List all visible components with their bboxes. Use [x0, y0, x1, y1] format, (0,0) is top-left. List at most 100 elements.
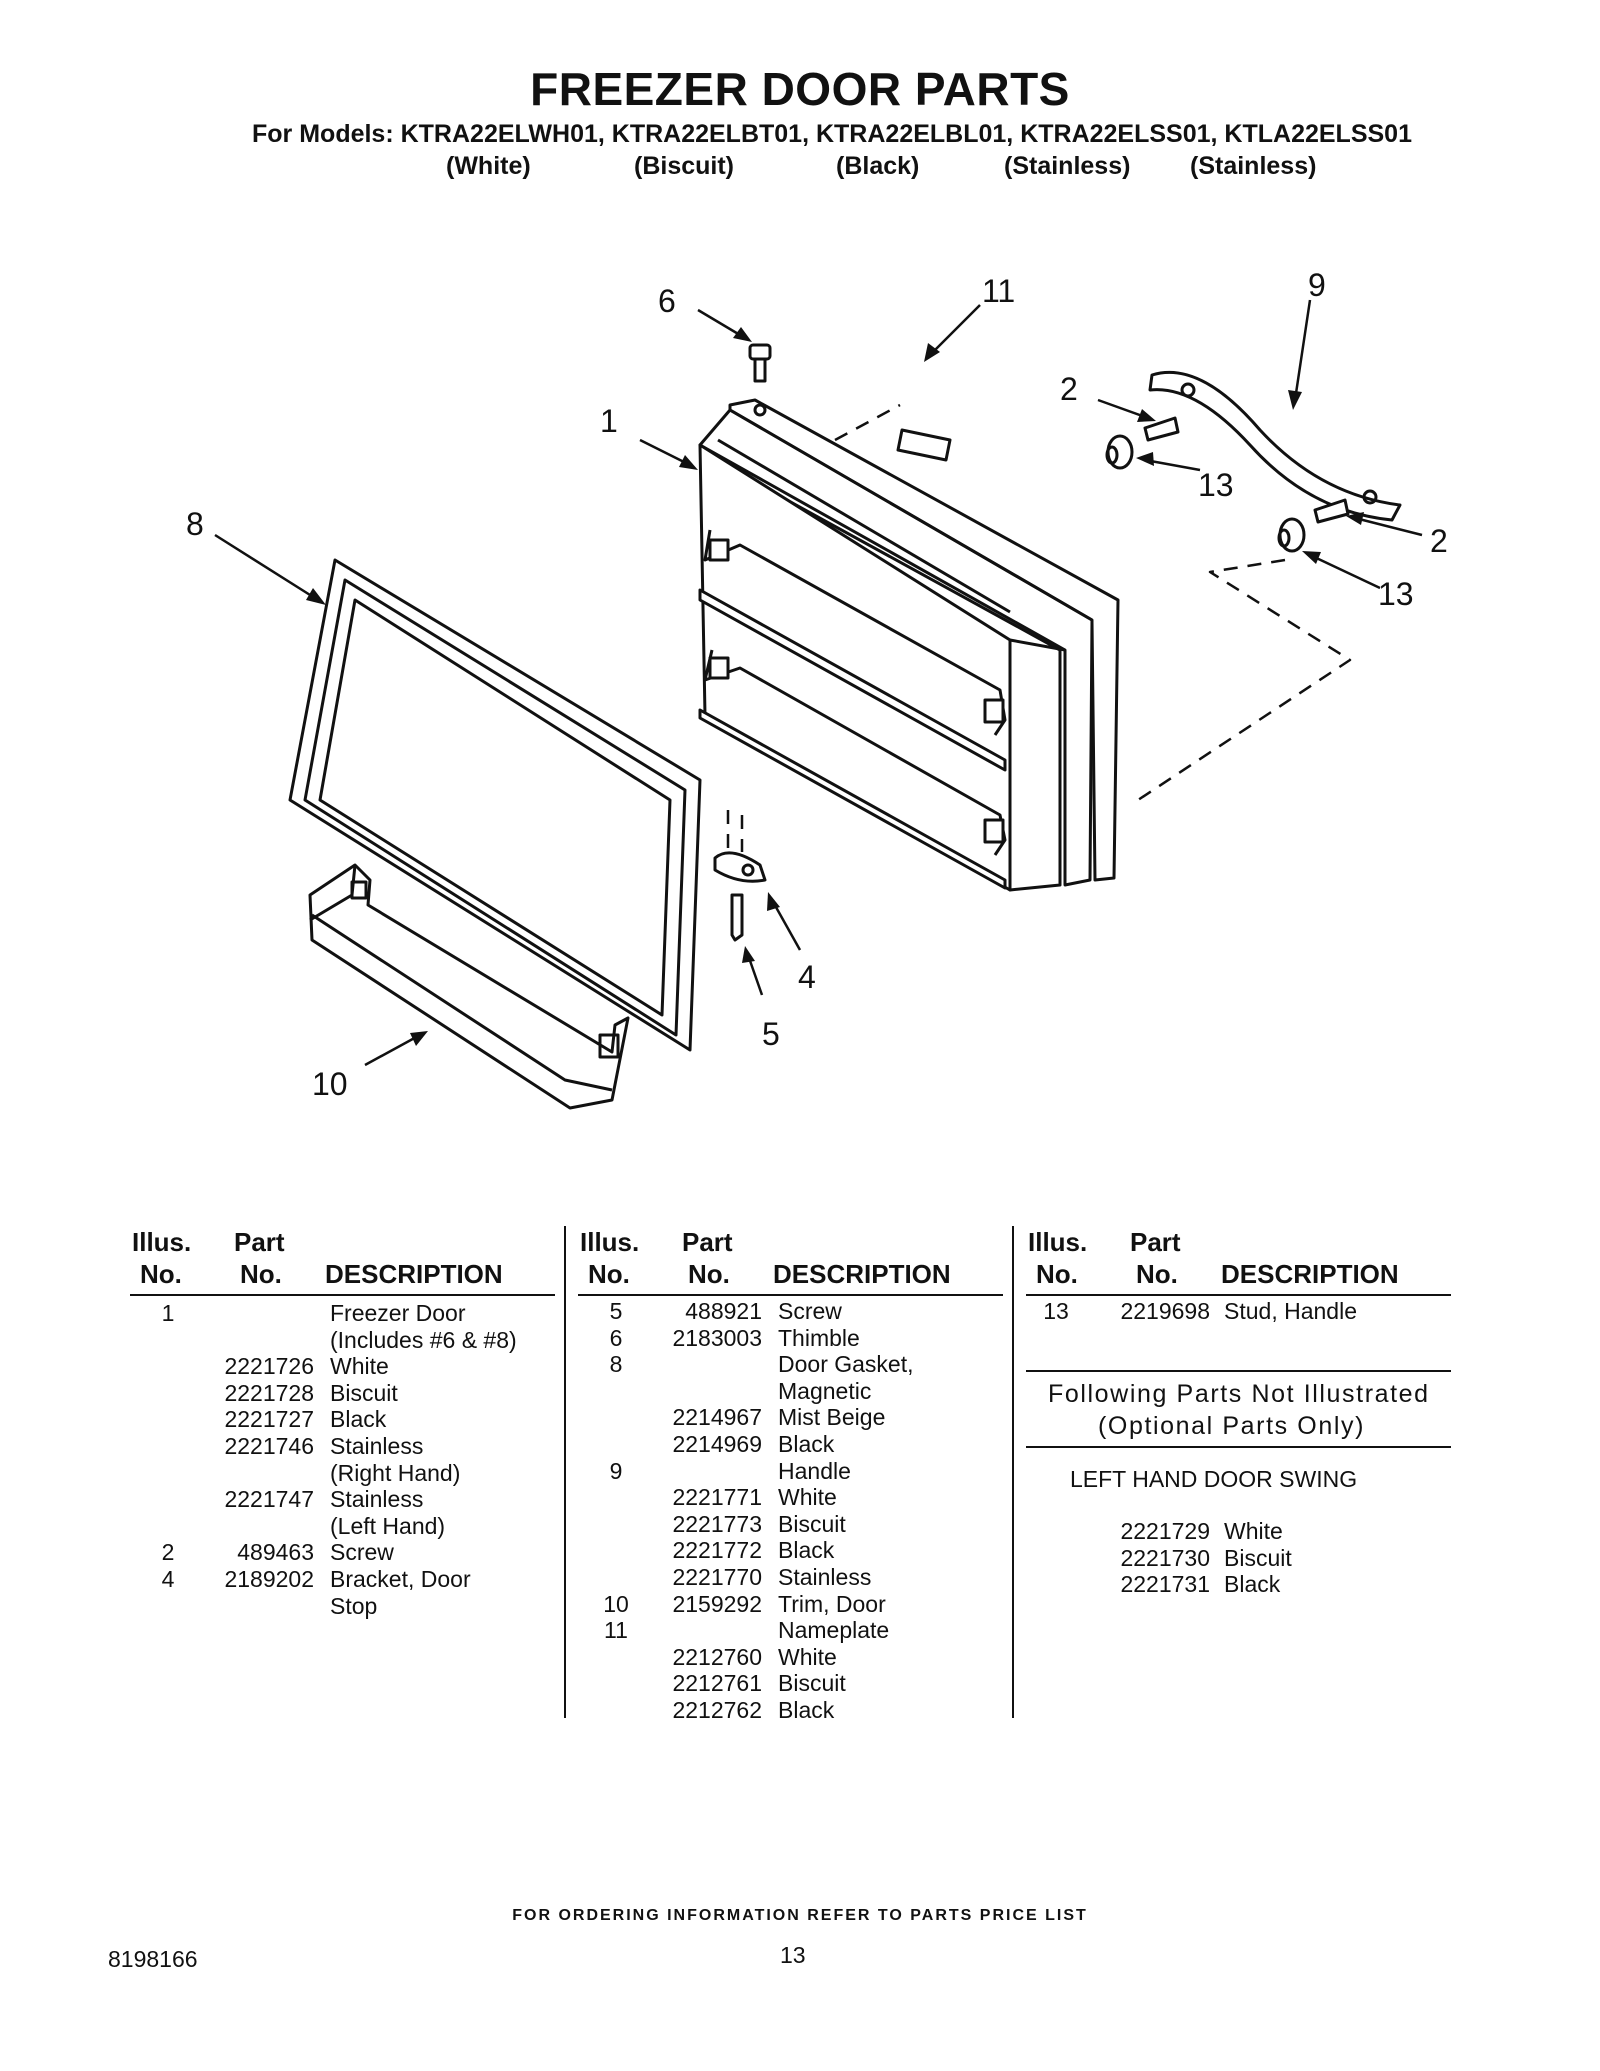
header-illus-no: No.: [1036, 1259, 1078, 1289]
header-illus: Illus.: [580, 1227, 640, 1257]
illus-number: 10: [603, 1590, 629, 1617]
column-divider-1: [564, 1226, 566, 1718]
illus-number: 11: [604, 1617, 628, 1644]
part-description: Magnetic: [778, 1377, 872, 1404]
screw-upper: [1143, 416, 1180, 442]
door-gasket: [288, 558, 702, 1052]
header-description: DESCRIPTION: [1221, 1259, 1399, 1289]
illus-number: 1: [161, 1300, 175, 1326]
part-number: 2221731: [1120, 1571, 1210, 1598]
part-number: 2189202: [224, 1565, 314, 1592]
header-illus: Illus.: [1028, 1227, 1088, 1257]
callout-9: 9: [1308, 267, 1326, 303]
part-description: White: [778, 1484, 837, 1511]
rows-not-illustrated: 2221729 White 2221730 Biscuit 2221731 Bl…: [1036, 1518, 1456, 1598]
table-row: 4 2189202 Bracket, Door: [148, 1566, 568, 1593]
part-number: 2221727: [224, 1406, 314, 1433]
not-illustrated-bottom-rule: [1026, 1446, 1451, 1448]
model-color-black: (Black): [836, 152, 920, 180]
illus-number: 9: [609, 1457, 623, 1484]
header-part: Part: [682, 1227, 733, 1257]
handle-stud-lower: [1277, 517, 1306, 553]
header-illus-no: No.: [140, 1259, 182, 1289]
list-item: 2221729 White: [1036, 1518, 1456, 1545]
table-row: 2221727 Black: [148, 1406, 568, 1433]
illus-number: 2: [161, 1539, 175, 1566]
header-part-no: No.: [1136, 1259, 1178, 1289]
door-stop-bracket: [713, 851, 767, 883]
callout-4: 4: [798, 959, 816, 995]
part-description: Black: [330, 1406, 387, 1433]
part-number: 2221773: [672, 1510, 762, 1537]
part-description: Black: [1224, 1571, 1281, 1598]
models-line: For Models: KTRA22ELWH01, KTRA22ELBT01, …: [252, 120, 1412, 148]
illus-number: 4: [161, 1565, 175, 1592]
part-description: Bracket, Door: [330, 1565, 471, 1592]
part-description: Screw: [330, 1539, 394, 1566]
header-description: DESCRIPTION: [773, 1259, 951, 1289]
table-row: Stop: [148, 1593, 568, 1620]
not-illustrated-top-rule: [1026, 1370, 1451, 1372]
door-handle: [1148, 370, 1402, 522]
illus-number: 6: [609, 1324, 623, 1351]
header-rule: [1026, 1294, 1451, 1296]
door-trim: [308, 863, 630, 1110]
part-number: 2159292: [672, 1590, 762, 1617]
part-description: Stop: [330, 1592, 378, 1619]
table-row: (Right Hand): [148, 1460, 568, 1487]
callout-2-upper: 2: [1060, 371, 1078, 407]
header-illus-no: No.: [588, 1259, 630, 1289]
page-title: FREEZER DOOR PARTS: [530, 63, 1070, 115]
part-description: Biscuit: [1224, 1544, 1292, 1571]
part-number: 2214969: [672, 1430, 762, 1457]
thimble: [748, 343, 772, 383]
callout-5: 5: [762, 1016, 780, 1052]
part-number: 2183003: [672, 1324, 762, 1351]
part-number: 2221729: [1120, 1518, 1210, 1544]
part-description: (Left Hand): [330, 1512, 446, 1539]
part-description: (Includes #6 & #8): [330, 1326, 517, 1353]
part-number: 2219698: [1120, 1298, 1210, 1324]
part-description: Biscuit: [778, 1670, 846, 1697]
part-number: 2221772: [672, 1537, 762, 1564]
callout-8: 8: [186, 506, 204, 542]
table-row: (Left Hand): [148, 1513, 568, 1540]
handle-stud-upper: [1105, 434, 1134, 470]
illus-number: 13: [1043, 1298, 1069, 1324]
part-description: Stud, Handle: [1224, 1298, 1357, 1324]
callout-10: 10: [312, 1066, 348, 1102]
part-number: 2221726: [224, 1353, 314, 1380]
part-number: 2212760: [672, 1643, 762, 1670]
part-number: 2221770: [672, 1563, 762, 1590]
table-row: Magnetic: [596, 1378, 1016, 1405]
part-description: White: [778, 1643, 837, 1670]
part-description: Nameplate: [778, 1617, 890, 1644]
part-number: 2212761: [672, 1670, 762, 1697]
part-description: Freezer Door: [330, 1300, 466, 1326]
header-rule: [130, 1294, 555, 1296]
part-description: Stainless: [330, 1432, 424, 1459]
column-divider-2: [1012, 1226, 1014, 1718]
document-number: 8198166: [108, 1946, 198, 1972]
part-description: Black: [778, 1696, 835, 1723]
table-row: (Includes #6 & #8): [148, 1327, 568, 1354]
table-row: 11 Nameplate: [596, 1617, 1016, 1644]
callout-1: 1: [600, 403, 618, 439]
screw-lower: [1313, 498, 1350, 524]
header-part: Part: [234, 1227, 285, 1257]
part-description: Biscuit: [330, 1379, 398, 1406]
